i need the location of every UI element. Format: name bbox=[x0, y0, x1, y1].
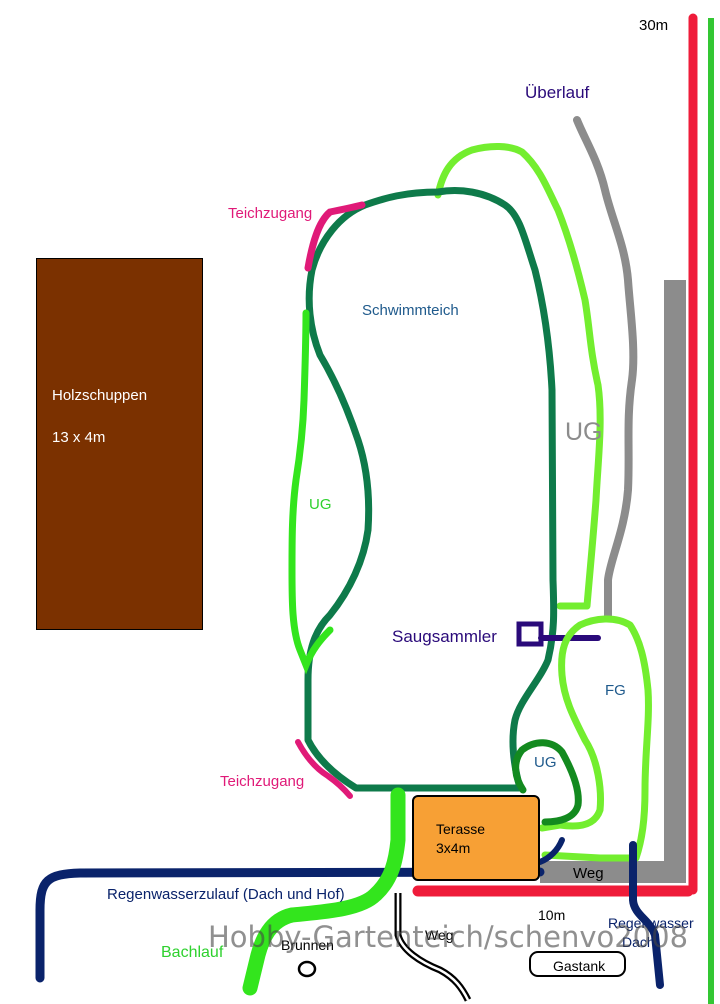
rainwater-roof-pipe bbox=[629, 841, 664, 989]
ug-left-label: UG bbox=[309, 496, 332, 513]
terrace: Terasse 3x4m bbox=[412, 795, 540, 881]
rainwater-inlet-connector bbox=[537, 837, 565, 865]
pond-access-bottom-label: Teichzugang bbox=[220, 773, 305, 790]
wood-shed-size: 13 x 4m bbox=[52, 429, 106, 446]
dimension-10m: 10m bbox=[538, 907, 566, 923]
suction-collector-label: Saugsammler bbox=[392, 627, 497, 646]
dimension-30m: 30m bbox=[639, 17, 669, 34]
fg-label: FG bbox=[605, 682, 626, 699]
pond-access-top-label: Teichzugang bbox=[228, 205, 313, 222]
suction-collector-box bbox=[516, 621, 544, 647]
terrace-size: 3x4m bbox=[436, 840, 471, 856]
terrace-name: Terasse bbox=[436, 821, 486, 837]
watermark: Hobby-Gartenteich/schenvo2008 bbox=[208, 920, 689, 954]
ug-small-label: UG bbox=[534, 754, 557, 771]
rainwater-roof-label-1: Regenwasser bbox=[608, 915, 694, 931]
overflow-label: Überlauf bbox=[525, 83, 590, 102]
pond-access-top bbox=[304, 201, 366, 272]
path-bottom-label: Weg bbox=[425, 927, 454, 943]
rainwater-inlet-label: Regenwasserzulauf (Dach und Hof) bbox=[107, 886, 345, 903]
well-marker bbox=[297, 960, 317, 978]
fg-zone bbox=[538, 615, 652, 862]
ug-right-label: UG bbox=[565, 418, 603, 446]
pond-label: Schwimmteich bbox=[362, 302, 459, 319]
ug-zone-small bbox=[512, 739, 582, 826]
gas-tank-label: Gastank bbox=[553, 958, 606, 974]
rainwater-roof-label-2: Dach bbox=[622, 934, 655, 950]
wood-shed-name: Holzschuppen bbox=[52, 387, 148, 404]
rainwater-inlet-pipe bbox=[35, 867, 545, 983]
ug-zone-left bbox=[288, 309, 334, 675]
path-right-label: Weg bbox=[573, 865, 604, 882]
pond-access-bottom bbox=[295, 739, 353, 799]
gas-tank: Gastank bbox=[529, 951, 626, 977]
pond-outline bbox=[304, 187, 558, 792]
path-gray bbox=[540, 280, 686, 883]
ug-zone-right bbox=[434, 143, 604, 610]
stream-bachlauf bbox=[242, 787, 406, 996]
footpath-bottom-inner bbox=[396, 893, 470, 1001]
wood-shed: Holzschuppen 13 x 4m bbox=[36, 258, 203, 630]
stream-label: Bachlauf bbox=[161, 944, 224, 961]
well-label: Brunnen bbox=[281, 937, 334, 953]
overflow-pipe bbox=[573, 116, 638, 620]
